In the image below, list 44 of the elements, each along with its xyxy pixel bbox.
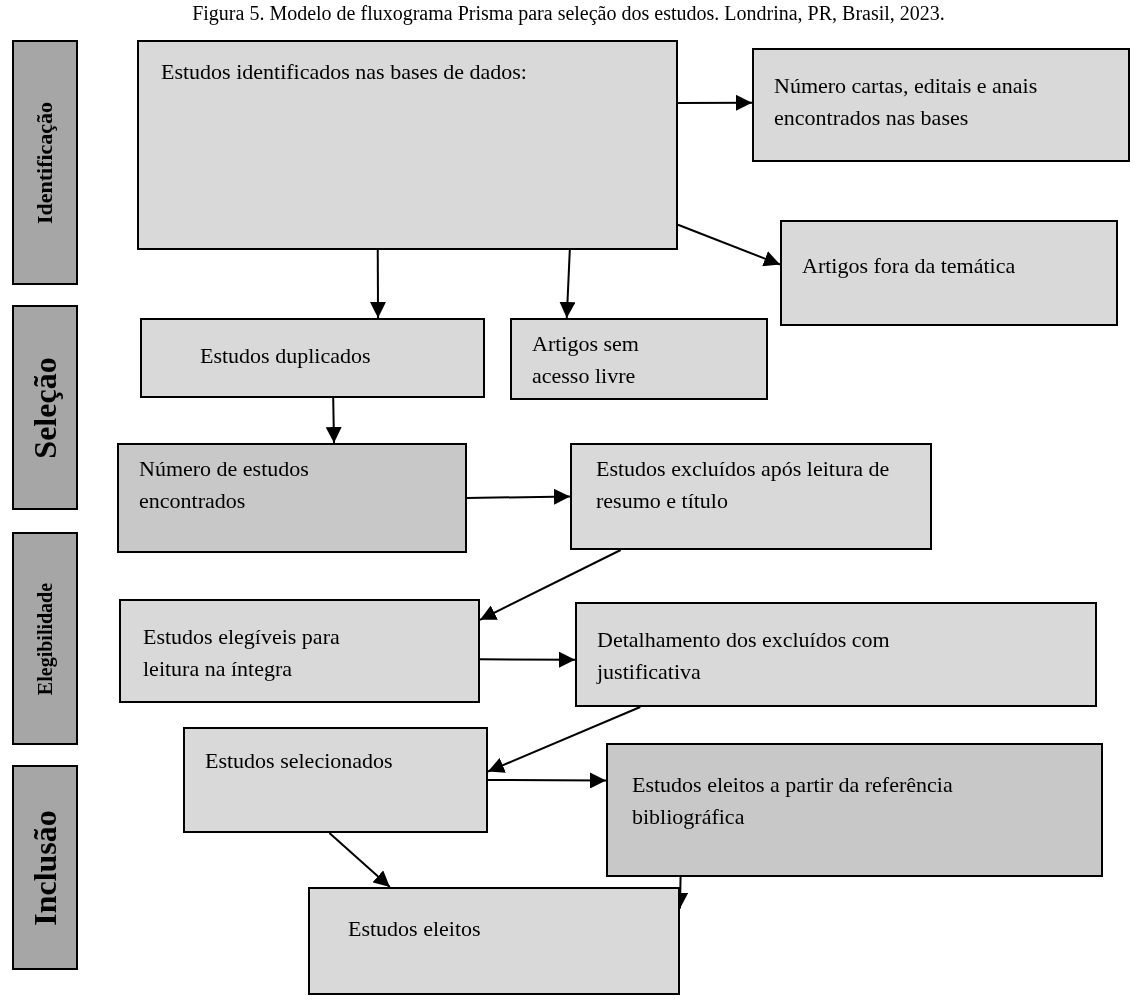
figure-caption: Figura 5. Modelo de fluxograma Prisma para seleção dos estudos. Londrina, PR, Brasil, 2023. <box>191 2 946 25</box>
arrow <box>466 488 571 505</box>
phase-label: Elegibilidade <box>32 582 58 695</box>
box-text: Número de estudos encontrados <box>139 455 310 515</box>
box-text: Número cartas, editais e anais encontrados nas bases <box>774 72 1039 132</box>
arrow <box>677 223 781 267</box>
process-box <box>117 443 467 553</box>
arrow <box>370 249 386 319</box>
phase-band <box>12 40 78 285</box>
process-box <box>510 318 768 400</box>
box-text: Estudos elegíveis para leitura na íntegra <box>143 623 341 683</box>
arrow <box>479 651 576 668</box>
arrow <box>325 397 342 444</box>
box-text: Estudos identificados nas bases de dados: <box>161 58 528 86</box>
phase-label: Identificação <box>31 101 59 224</box>
phase-label: Inclusão <box>25 809 64 926</box>
arrow <box>479 549 622 621</box>
arrow <box>487 772 607 789</box>
box-text: Estudos selecionados <box>205 747 394 775</box>
process-box <box>606 743 1103 877</box>
process-box <box>308 887 680 995</box>
box-text: Artigos sem acesso livre <box>532 330 640 390</box>
process-box <box>570 443 932 550</box>
arrow <box>328 832 391 888</box>
box-text: Estudos duplicados <box>200 342 372 370</box>
process-box <box>752 48 1130 162</box>
process-box <box>575 602 1097 707</box>
phase-band <box>12 305 78 510</box>
phase-band <box>12 532 78 745</box>
process-box <box>183 727 488 833</box>
box-text: Estudos excluídos após leitura de resumo e título <box>596 455 891 515</box>
box-text: Artigos fora da temática <box>802 252 1017 280</box>
arrow <box>487 706 642 773</box>
phase-band <box>12 765 78 970</box>
process-box <box>119 599 480 703</box>
box-text: Estudos eleitos a partir da referência bibliográfica <box>632 771 954 831</box>
arrow <box>677 94 753 111</box>
phase-label: Seleção <box>25 356 64 459</box>
process-box <box>137 40 678 250</box>
box-text: Estudos eleitos <box>348 915 482 943</box>
arrow <box>559 249 576 319</box>
process-box <box>780 220 1118 326</box>
process-box <box>140 318 485 398</box>
box-text: Detalhamento dos excluídos com justificativa <box>597 626 891 686</box>
